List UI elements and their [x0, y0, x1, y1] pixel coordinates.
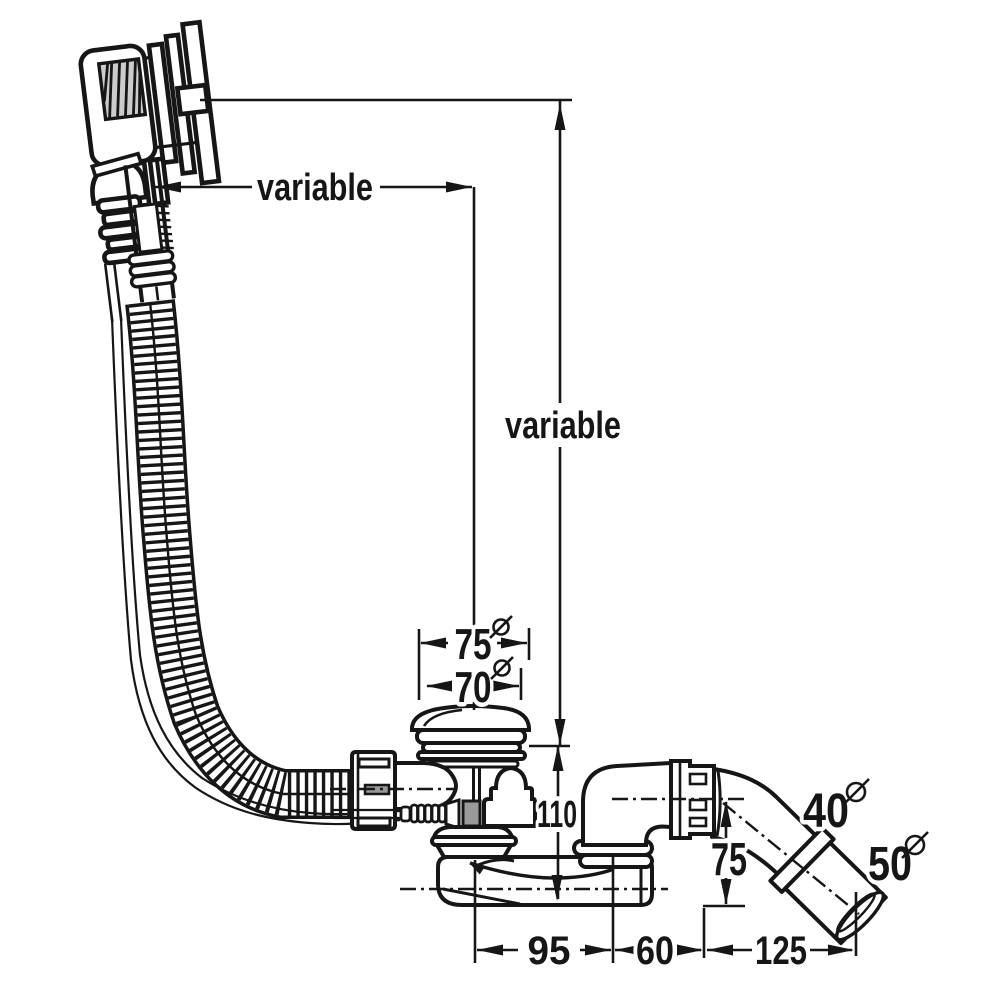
svg-text:75: 75 [455, 620, 492, 669]
svg-text:110: 110 [537, 794, 577, 836]
svg-text:50: 50 [868, 838, 912, 891]
svg-text:60: 60 [636, 929, 674, 973]
svg-text:40: 40 [803, 785, 849, 838]
svg-text:75: 75 [711, 833, 747, 885]
svg-text:125: 125 [755, 929, 807, 973]
svg-text:70: 70 [455, 663, 492, 712]
svg-text:variable: variable [257, 167, 373, 209]
svg-text:variable: variable [505, 405, 621, 447]
svg-text:95: 95 [528, 929, 571, 973]
